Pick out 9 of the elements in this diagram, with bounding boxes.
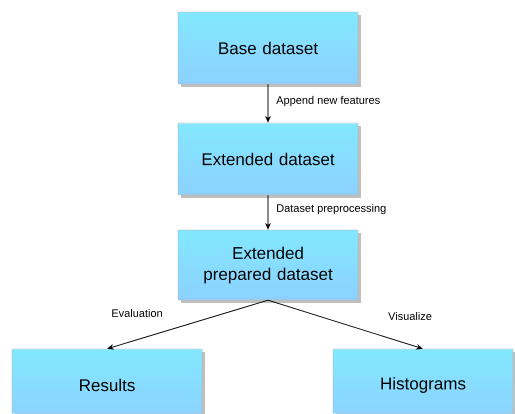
process-box: Extended prepared dataset	[178, 230, 358, 300]
process-box: Extended dataset	[178, 122, 358, 196]
edge-label: Visualize	[387, 310, 433, 322]
process-box: Histograms	[332, 348, 514, 414]
edge-label: Dataset preprocessing	[275, 202, 388, 216]
process-box: Results	[12, 348, 202, 414]
edge-label: Evaluation	[110, 308, 164, 318]
edge-label: Append new features	[275, 94, 382, 108]
process-box: Base dataset	[178, 12, 358, 84]
